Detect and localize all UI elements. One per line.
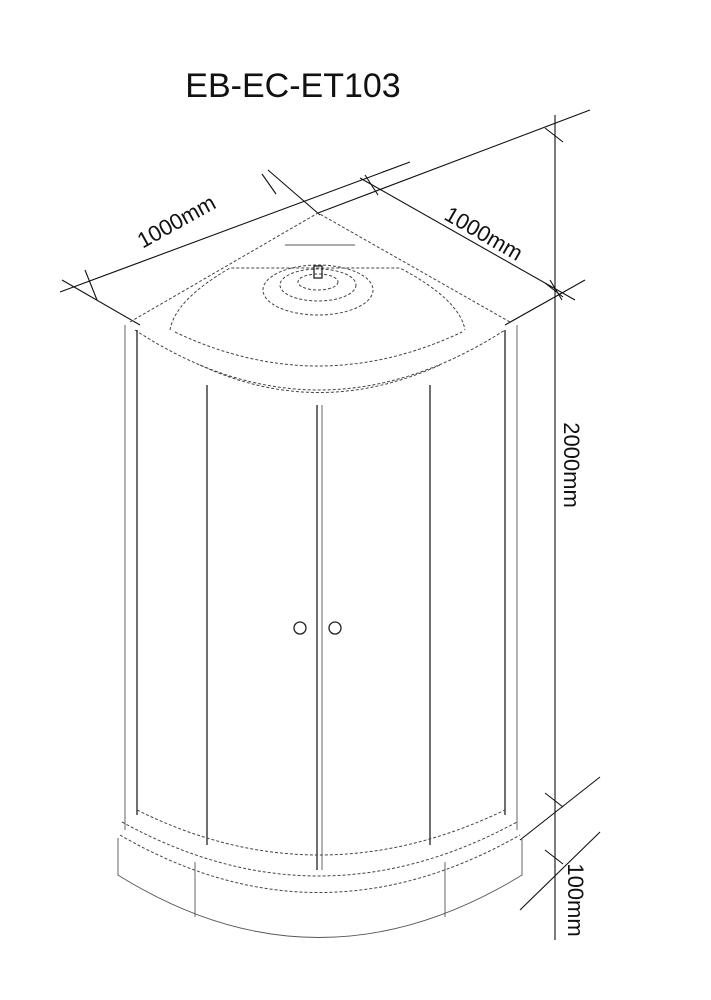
height-dimension: 2000mm 100mm	[519, 115, 601, 940]
cabin-body	[124, 325, 518, 870]
shower-head-icon	[313, 265, 323, 279]
cabin-roof	[129, 212, 511, 393]
right-width-label: 1000mm	[440, 201, 527, 265]
left-width-label: 1000mm	[133, 190, 220, 253]
height-label: 2000mm	[559, 422, 584, 508]
tray-height-label: 100mm	[563, 863, 588, 936]
left-door-handle-icon	[293, 621, 307, 635]
shower-tray	[117, 809, 523, 938]
right-door-handle-icon	[328, 621, 342, 635]
left-width-dimension: 1000mm	[59, 161, 411, 326]
model-title: EB-EC-ET103	[185, 67, 400, 105]
right-width-dimension: 1000mm	[317, 109, 591, 326]
